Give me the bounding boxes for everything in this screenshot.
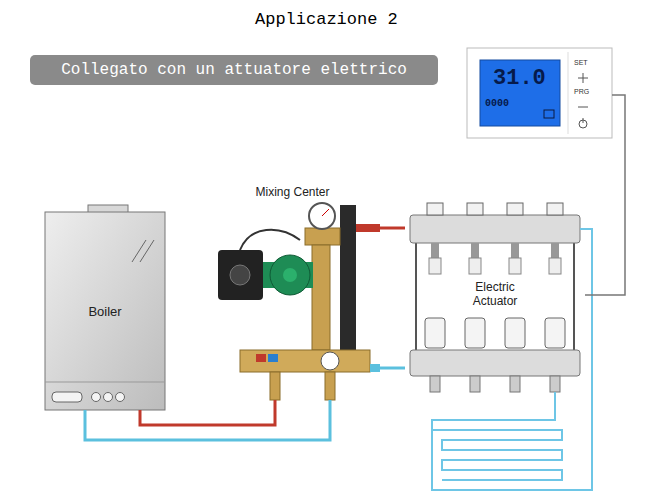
- pipe-connector: [85, 400, 330, 440]
- mixing-center-drawing: [218, 203, 380, 400]
- manifold-node: Electric Actuator: [405, 200, 585, 395]
- connector-line: [140, 400, 275, 425]
- diagram-title: Applicazione 2: [255, 10, 398, 29]
- node-text: Electric Actuator: [463, 280, 527, 308]
- thermostat-drawing: [467, 48, 612, 138]
- node-text: Boiler: [88, 304, 121, 319]
- boiler-node: Boiler: [45, 212, 165, 410]
- pipe-connector: [140, 400, 275, 425]
- floor-loop: [432, 229, 592, 490]
- boiler-drawing: [45, 205, 165, 410]
- banner-node: Collegato con un attuatore elettrico: [30, 55, 438, 85]
- node-text: 0000: [485, 98, 509, 109]
- node-text: 31.0: [493, 66, 546, 91]
- pipe-connector: [380, 228, 405, 229]
- button-label: PRG: [574, 88, 589, 95]
- pipe-connector: [380, 368, 405, 369]
- connector-line: [585, 95, 625, 295]
- node-text: Collegato con un attuatore elettrico: [61, 61, 407, 79]
- thermostat-node: 31.0 0000: [467, 48, 612, 138]
- button-label: SET: [574, 59, 588, 66]
- node-text: Mixing Center: [253, 185, 331, 199]
- pipe-connector: [585, 95, 625, 295]
- connector-line: [85, 400, 330, 440]
- connector-line: [380, 367, 405, 370]
- mixing-center-node: Mixing Center: [205, 185, 380, 400]
- manifold-drawing: [410, 203, 580, 392]
- connector-line: [380, 227, 405, 230]
